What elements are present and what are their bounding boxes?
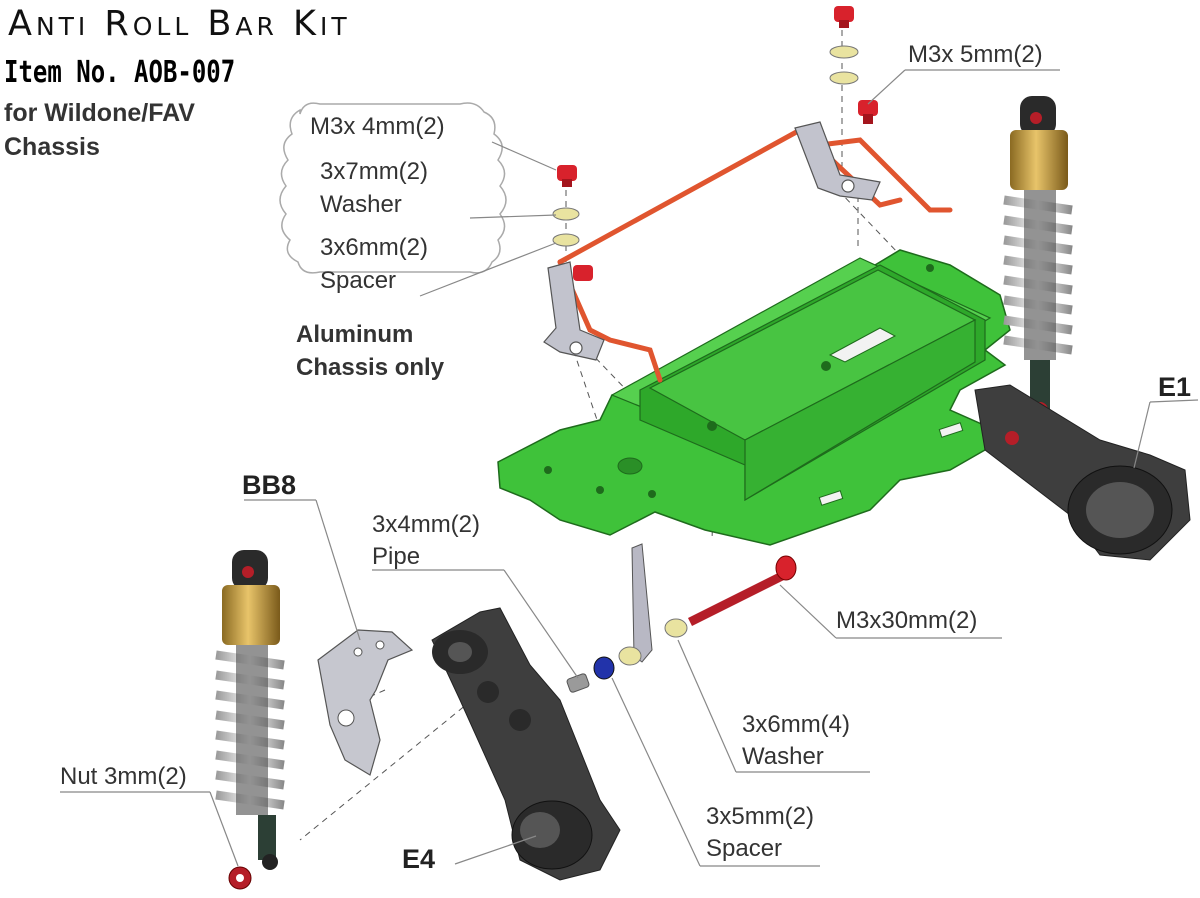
aluminum-chassis-note: Aluminum Chassis only: [296, 318, 444, 384]
note-line-2: Chassis only: [296, 354, 445, 381]
label-spacer-3x5-size: 3x5mm(2): [706, 803, 815, 830]
note-line-1: Aluminum: [296, 321, 414, 348]
arm-e1: [974, 384, 1191, 561]
item-number: Item No. AOB-007: [4, 55, 236, 90]
top-hardware: [552, 6, 878, 281]
kit-title: Anti Roll Bar Kit: [8, 4, 351, 44]
subtitle-line-1: for Wildone/FAV: [4, 99, 195, 127]
label-washer-3x7-name: Washer: [320, 191, 402, 218]
compatibility-subtitle: for Wildone/FAV Chassis: [4, 96, 195, 164]
label-e4: E4: [402, 844, 436, 874]
label-m3x30: M3x30mm(2): [836, 607, 978, 634]
label-e1: E1: [1158, 372, 1192, 402]
link-hardware: [566, 543, 797, 693]
label-washer-3x6-size: 3x6mm(4): [742, 711, 851, 738]
label-washer-3x6-name: Washer: [742, 743, 824, 770]
label-nut: Nut 3mm(2): [60, 763, 187, 790]
label-pipe-size: 3x4mm(2): [372, 511, 481, 538]
arm-e4: [431, 607, 621, 881]
left-shock-absorber: [215, 550, 285, 890]
chassis-plate: [497, 249, 1011, 546]
callout-cloud: [279, 102, 507, 274]
upper-brackets: [543, 121, 881, 361]
label-bb8: BB8: [242, 470, 297, 500]
right-shock-absorber: [1003, 96, 1073, 418]
leader-lines: [60, 69, 1199, 867]
label-spacer-3x6-size: 3x6mm(2): [320, 234, 429, 261]
bracket-bb8: [317, 629, 414, 776]
subtitle-line-2: Chassis: [4, 133, 100, 161]
label-pipe-name: Pipe: [372, 543, 421, 570]
label-spacer-3x6-name: Spacer: [320, 267, 397, 294]
label-spacer-3x5-name: Spacer: [706, 835, 783, 862]
label-m3x5: M3x 5mm(2): [908, 41, 1043, 68]
label-m3x4: M3x 4mm(2): [310, 113, 445, 140]
label-washer-3x7-size: 3x7mm(2): [320, 158, 429, 185]
